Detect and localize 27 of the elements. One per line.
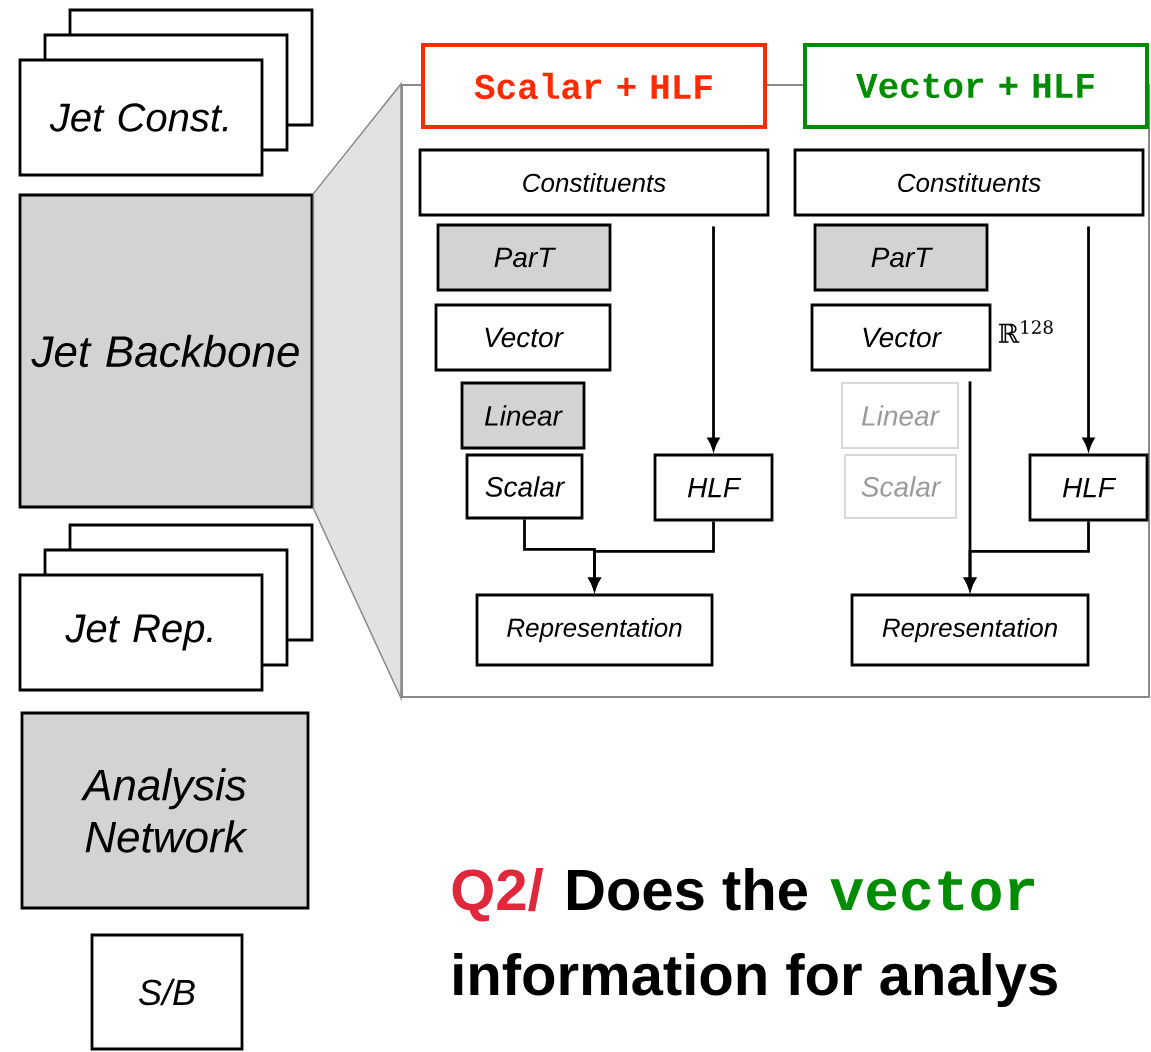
block: HLF xyxy=(653,453,774,522)
dimension-label: ℝ$^{128}$ xyxy=(998,320,1053,343)
block: Vector xyxy=(810,303,992,372)
heading-box: Vector + HLF xyxy=(803,43,1149,129)
block: Representation xyxy=(475,593,714,667)
block: Jet Backbone xyxy=(18,193,314,509)
stacked-box: Jet Rep. xyxy=(18,523,314,692)
question-number: Q2/ xyxy=(452,868,544,922)
block: Representation xyxy=(850,593,1090,667)
block: ParT xyxy=(813,223,989,292)
block: Scalar xyxy=(465,453,584,520)
block: Constituents xyxy=(418,148,770,217)
block: Vector xyxy=(434,303,612,372)
stacked-box: Jet Const. xyxy=(18,8,314,177)
question-text: information for analys xyxy=(454,953,1057,1008)
highlighted-word: vector xyxy=(830,871,1035,911)
zoom-callout xyxy=(312,81,402,702)
block: Linear xyxy=(460,381,586,450)
faded-block: Linear xyxy=(841,382,959,449)
block: ParT xyxy=(436,223,612,292)
heading-box: Scalar + HLF xyxy=(421,43,767,129)
block: HLF xyxy=(1028,453,1149,522)
faded-block: Scalar xyxy=(844,454,957,519)
question-text: Does the xyxy=(567,868,807,911)
block: S/B xyxy=(90,933,244,1051)
block: Analysis Network xyxy=(20,711,310,910)
block: Constituents xyxy=(793,148,1145,217)
